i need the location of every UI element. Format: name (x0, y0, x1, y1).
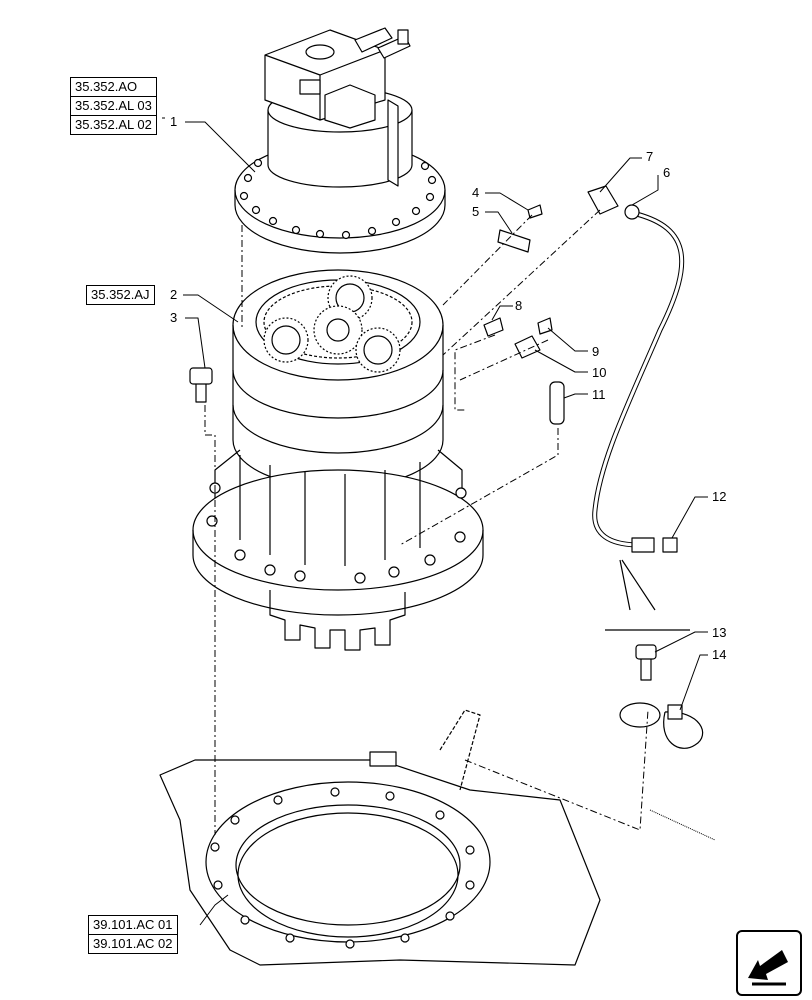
fitting-part-10 (514, 335, 541, 359)
reducer-reference-box[interactable]: 35.352.AJ (86, 285, 155, 305)
frame-reference-box[interactable]: 39.101.AC 01 39.101.AC 02 (88, 915, 178, 954)
callout-7: 7 (646, 149, 654, 164)
arrow-icon (748, 950, 788, 986)
bolt-part-13 (635, 644, 657, 681)
callout-3: 3 (170, 310, 178, 325)
motor-ref-1[interactable]: 35.352.AO (71, 78, 156, 97)
callout-5: 5 (472, 204, 480, 219)
callout-8: 8 (515, 298, 523, 313)
nav-button[interactable] (736, 930, 802, 996)
callout-9: 9 (592, 344, 600, 359)
upper-frame (159, 709, 601, 966)
frame-ref-2[interactable]: 39.101.AC 02 (93, 936, 173, 951)
motor-ref-2[interactable]: 35.352.AL 03 (71, 97, 156, 116)
swing-motor (234, 27, 446, 254)
hose-part-6 (592, 204, 685, 553)
callout-12: 12 (712, 489, 727, 504)
callout-2: 2 (170, 287, 178, 302)
bolt-part-3 (189, 367, 213, 403)
callout-13: 13 (712, 625, 727, 640)
callout-11: 11 (592, 387, 606, 402)
elbow-part-7 (587, 185, 619, 215)
plug-part-9 (537, 317, 553, 335)
callout-4: 4 (472, 185, 480, 200)
bolt-part-4 (527, 204, 543, 219)
callout-1: 1 (170, 114, 178, 129)
callout-14: 14 (712, 647, 727, 662)
frame-ref-1[interactable]: 39.101.AC 01 (89, 916, 177, 935)
fitting-part-8 (483, 317, 504, 337)
callout-10: 10 (592, 365, 607, 380)
motor-reference-box[interactable]: 35.352.AO 35.352.AL 03 35.352.AL 02 (70, 77, 157, 135)
callout-6: 6 (663, 165, 671, 180)
clamp-part-14 (619, 702, 704, 749)
swing-reducer (192, 269, 484, 651)
plate-part-5 (497, 229, 531, 253)
motor-ref-3[interactable]: 35.352.AL 02 (75, 117, 152, 132)
pin-part-11 (549, 381, 565, 425)
